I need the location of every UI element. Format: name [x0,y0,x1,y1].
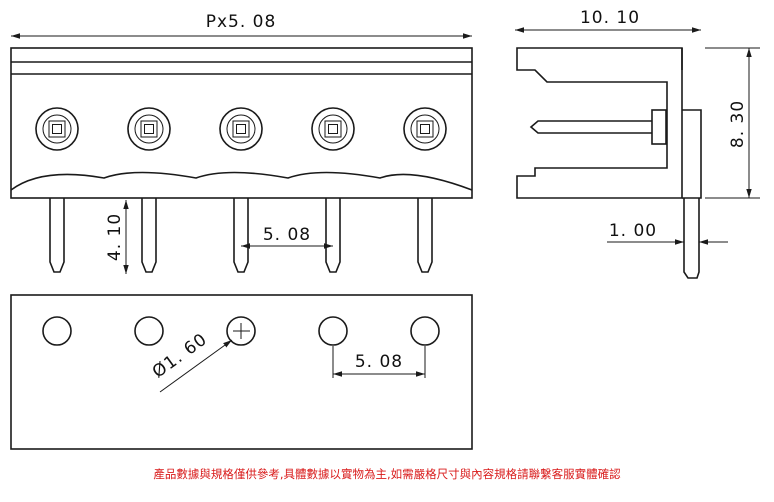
screw-socket-outer [140,120,158,138]
screw-head-inner [134,114,164,144]
screw-socket-outer [324,120,342,138]
side-housing-outline [516,47,683,199]
side-width-label: 10. 10 [580,8,640,28]
screw-head-inner [226,114,256,144]
screw [35,107,79,151]
screw [127,107,171,151]
pin [325,198,341,273]
screw-head-inner [318,114,348,144]
side-height-label: 8. 30 [728,100,748,148]
hole-diameter-label: Ø1. 60 [149,329,211,382]
pcb-hole [226,316,256,346]
screw-socket-inner [420,124,430,134]
screw-head-outer [219,107,263,151]
screw-socket-outer [416,120,434,138]
pin [141,198,157,273]
pcb-hole [318,316,348,346]
front-view: Px5. 08 4. 10 5. 08 [10,12,473,274]
screw-head-inner [42,114,72,144]
side-terminal-block [682,109,702,199]
screw-socket-inner [236,124,246,134]
side-pin [683,198,700,279]
screw [311,107,355,151]
screw-socket-outer [232,120,250,138]
pin [49,198,65,273]
pin [417,198,433,273]
total-width-label: Px5. 08 [206,12,277,32]
pin [233,198,249,273]
pcb-layout-view: Ø1. 60 5. 08 [10,294,473,450]
screw-socket-outer [48,120,66,138]
screw-row [35,107,447,151]
hole-pitch-label: 5. 08 [355,352,403,372]
screw-head-outer [403,107,447,151]
pin-thickness-label: 1. 00 [609,221,657,241]
screw-head-outer [311,107,355,151]
side-screw-shaft [529,120,652,134]
scalloped-edge [10,171,473,191]
screw [219,107,263,151]
pcb-hole [134,316,164,346]
screw-socket-inner [52,124,62,134]
screw [403,107,447,151]
pin-pitch-label: 5. 08 [263,225,311,245]
footer-note: 產品數據與規格僅供參考,具體數據以實物為主,如需嚴格尺寸與內容規格請聯繫客服實體… [153,467,621,481]
side-screw-head [651,109,667,145]
pcb-hole [410,316,440,346]
screw-head-outer [35,107,79,151]
side-view: 10. 10 8. 30 1. 00 [515,8,760,279]
screw-head-outer [127,107,171,151]
pcb-hole [42,316,72,346]
hole-row [42,316,440,346]
screw-socket-inner [144,124,154,134]
screw-socket-inner [328,124,338,134]
hole-diameter-leader [159,339,233,393]
pin-length-label: 4. 10 [105,213,125,261]
pcb-outline [10,294,473,450]
screw-head-inner [410,114,440,144]
pin-row [49,198,433,273]
connector-body [10,47,473,199]
